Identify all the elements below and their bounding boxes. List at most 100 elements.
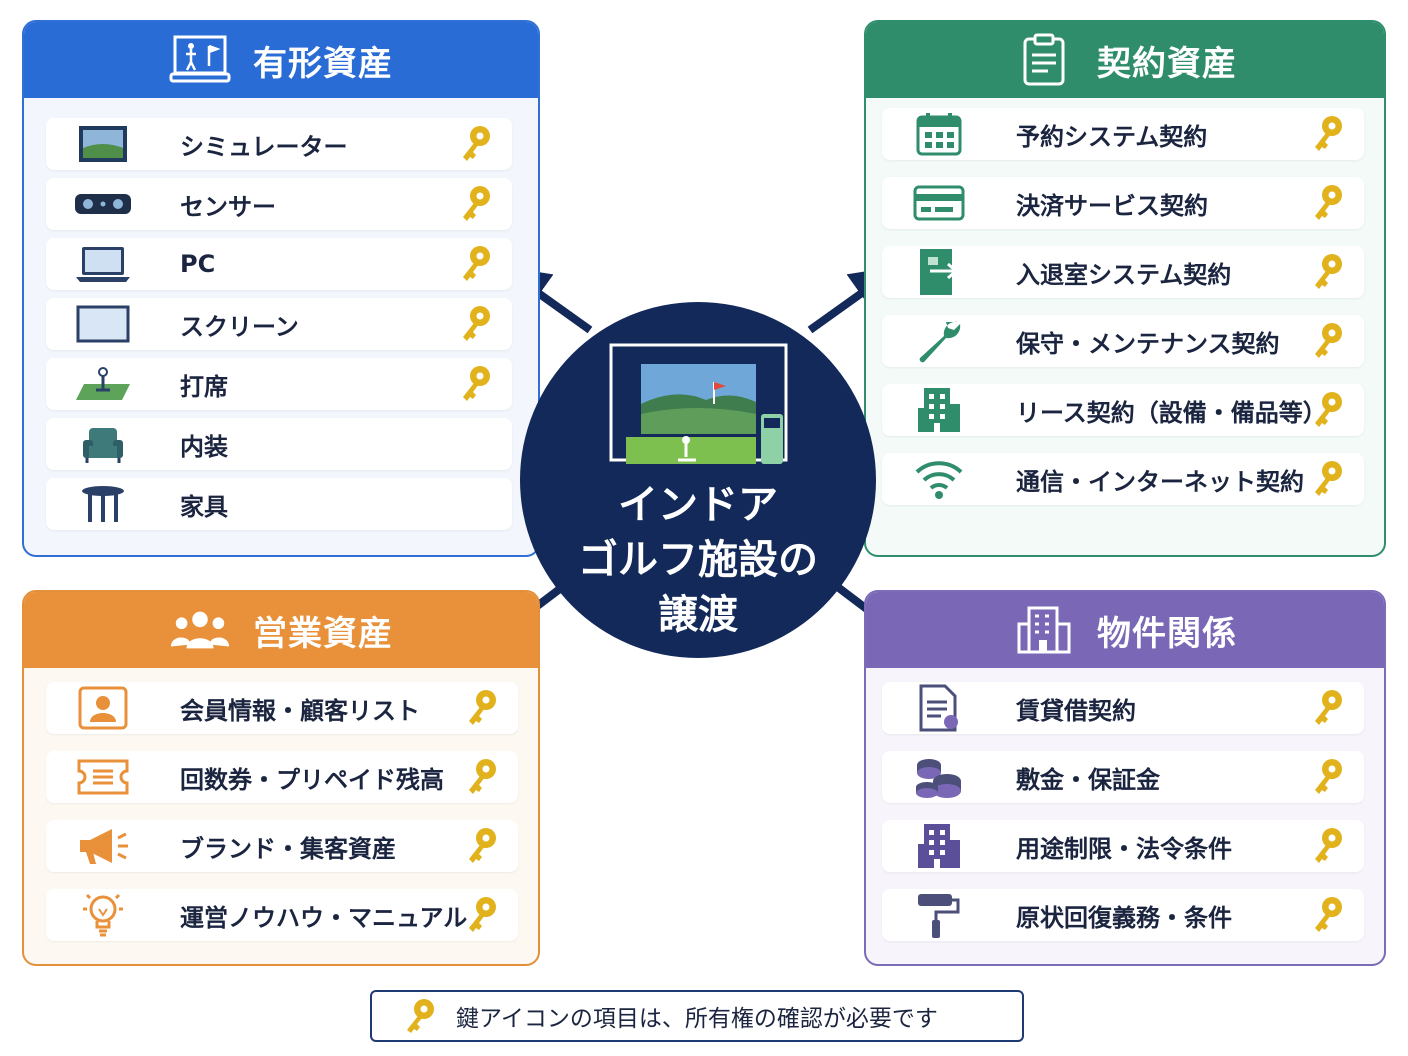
- legend-box: 鍵アイコンの項目は、所有権の確認が必要です: [370, 990, 1024, 1042]
- contract-item-row: リース契約（設備・備品等）: [882, 384, 1364, 436]
- contract-item-label: 保守・メンテナンス契約: [1016, 329, 1280, 358]
- tangible-item-row: 内装: [46, 418, 512, 470]
- key-icon: [458, 124, 494, 164]
- key-icon: [464, 826, 500, 866]
- tangible-assets-panel: 有形資産 シミュレーターセンサー PC スクリーン打席内装家具: [22, 20, 540, 557]
- ticket-icon: [70, 759, 136, 795]
- key-icon: [458, 244, 494, 284]
- key-icon: [1310, 252, 1346, 292]
- tangible-item-row: スクリーン: [46, 298, 512, 350]
- building-icon: [906, 386, 972, 434]
- contract-item-label: 予約システム契約: [1016, 122, 1208, 151]
- document-icon: [906, 684, 972, 732]
- key-icon: [464, 895, 500, 935]
- contract-item-row: 通信・インターネット契約: [882, 453, 1364, 505]
- tangible-item-row: PC: [46, 238, 512, 290]
- key-icon: [464, 688, 500, 728]
- contract-item-row: 保守・メンテナンス契約: [882, 315, 1364, 367]
- key-icon: [1310, 459, 1346, 499]
- business-item-row: 会員情報・顧客リスト: [46, 682, 518, 734]
- business-assets-panel: 営業資産 会員情報・顧客リスト回数券・プリペイド残高ブランド・集客資産運営ノウハ…: [22, 590, 540, 966]
- screen-icon: [70, 305, 136, 343]
- property-item-label: 原状回復義務・条件: [1016, 903, 1232, 932]
- wifi-icon: [906, 458, 972, 500]
- tee-mat-icon: [70, 366, 136, 402]
- property-item-label: 賃貸借契約: [1016, 696, 1136, 725]
- indoor-golf-icon: [609, 343, 788, 464]
- property-relations-panel: 物件関係 賃貸借契約敷金・保証金用途制限・法令条件原状回復義務・条件: [864, 590, 1386, 966]
- business-assets-title: 営業資産: [253, 613, 393, 654]
- paint-roller-icon: [906, 890, 972, 940]
- center-title-line: インドア: [618, 482, 778, 528]
- armchair-icon: [70, 424, 136, 464]
- business-item-row: 運営ノウハウ・マニュアル: [46, 889, 518, 941]
- credit-card-icon: [906, 184, 972, 222]
- property-item-row: 用途制限・法令条件: [882, 820, 1364, 872]
- key-icon: [1310, 895, 1346, 935]
- legend-text: 鍵アイコンの項目は、所有権の確認が必要です: [456, 1006, 938, 1032]
- key-icon: [1310, 321, 1346, 361]
- tangible-item-label: 家具: [180, 492, 228, 521]
- key-icon: [402, 997, 438, 1035]
- tangible-assets-header: 有形資産: [24, 22, 538, 98]
- table-icon: [70, 484, 136, 524]
- wrench-icon: [906, 316, 972, 366]
- tangible-item-label: センサー: [180, 192, 276, 221]
- contract-item-label: 入退室システム契約: [1016, 260, 1232, 289]
- door-access-icon: [906, 247, 972, 297]
- contract-item-label: 決済サービス契約: [1016, 191, 1208, 220]
- calendar-icon: [906, 111, 972, 157]
- key-icon: [458, 304, 494, 344]
- megaphone-icon: [70, 826, 136, 866]
- property-item-row: 敷金・保証金: [882, 751, 1364, 803]
- contract-item-row: 予約システム契約: [882, 108, 1364, 160]
- key-icon: [458, 184, 494, 224]
- tangible-item-label: シミュレーター: [180, 132, 348, 161]
- center-title-line: ゴルフ施設の: [578, 537, 818, 583]
- simulator-icon: [70, 124, 136, 164]
- key-icon: [1310, 826, 1346, 866]
- key-icon: [1310, 183, 1346, 223]
- business-item-label: ブランド・集客資産: [180, 834, 396, 863]
- center-title: インドア ゴルフ施設の 譲渡: [520, 478, 876, 643]
- key-icon: [458, 364, 494, 404]
- business-item-row: 回数券・プリペイド残高: [46, 751, 518, 803]
- property-relations-header: 物件関係: [866, 592, 1384, 668]
- contract-item-label: 通信・インターネット契約: [1016, 467, 1304, 496]
- property-item-row: 賃貸借契約: [882, 682, 1364, 734]
- center-title-line: 譲渡: [658, 592, 738, 638]
- member-card-icon: [70, 686, 136, 730]
- contract-assets-title: 契約資産: [1097, 43, 1237, 84]
- laptop-icon: [70, 244, 136, 284]
- tangible-item-label: 打席: [180, 372, 228, 401]
- contract-item-label: リース契約（設備・備品等）: [1016, 398, 1327, 427]
- tangible-item-label: スクリーン: [180, 312, 299, 341]
- business-item-row: ブランド・集客資産: [46, 820, 518, 872]
- key-icon: [1310, 114, 1346, 154]
- golf-simulator-icon: [169, 32, 231, 88]
- tangible-item-label: PC: [180, 250, 216, 278]
- tangible-item-row: シミュレーター: [46, 118, 512, 170]
- tangible-assets-title: 有形資産: [253, 43, 393, 84]
- key-icon: [1310, 390, 1346, 430]
- office-building-icon: [906, 822, 972, 870]
- coins-icon: [906, 755, 972, 799]
- building-icon: [1013, 602, 1075, 658]
- key-icon: [1310, 757, 1346, 797]
- contract-item-row: 決済サービス契約: [882, 177, 1364, 229]
- property-item-label: 敷金・保証金: [1016, 765, 1160, 794]
- key-icon: [1310, 688, 1346, 728]
- contract-assets-header: 契約資産: [866, 22, 1384, 98]
- sensor-icon: [70, 192, 136, 216]
- business-item-label: 回数券・プリペイド残高: [180, 765, 444, 794]
- property-item-label: 用途制限・法令条件: [1016, 834, 1232, 863]
- key-icon: [464, 757, 500, 797]
- property-item-row: 原状回復義務・条件: [882, 889, 1364, 941]
- tangible-item-row: 打席: [46, 358, 512, 410]
- contract-assets-panel: 契約資産 予約システム契約決済サービス契約入退室システム契約保守・メンテナンス契…: [864, 20, 1386, 557]
- center-topic-circle: インドア ゴルフ施設の 譲渡: [520, 302, 876, 658]
- business-item-label: 会員情報・顧客リスト: [180, 696, 420, 725]
- lightbulb-icon: [70, 891, 136, 939]
- contract-item-row: 入退室システム契約: [882, 246, 1364, 298]
- tangible-item-row: センサー: [46, 178, 512, 230]
